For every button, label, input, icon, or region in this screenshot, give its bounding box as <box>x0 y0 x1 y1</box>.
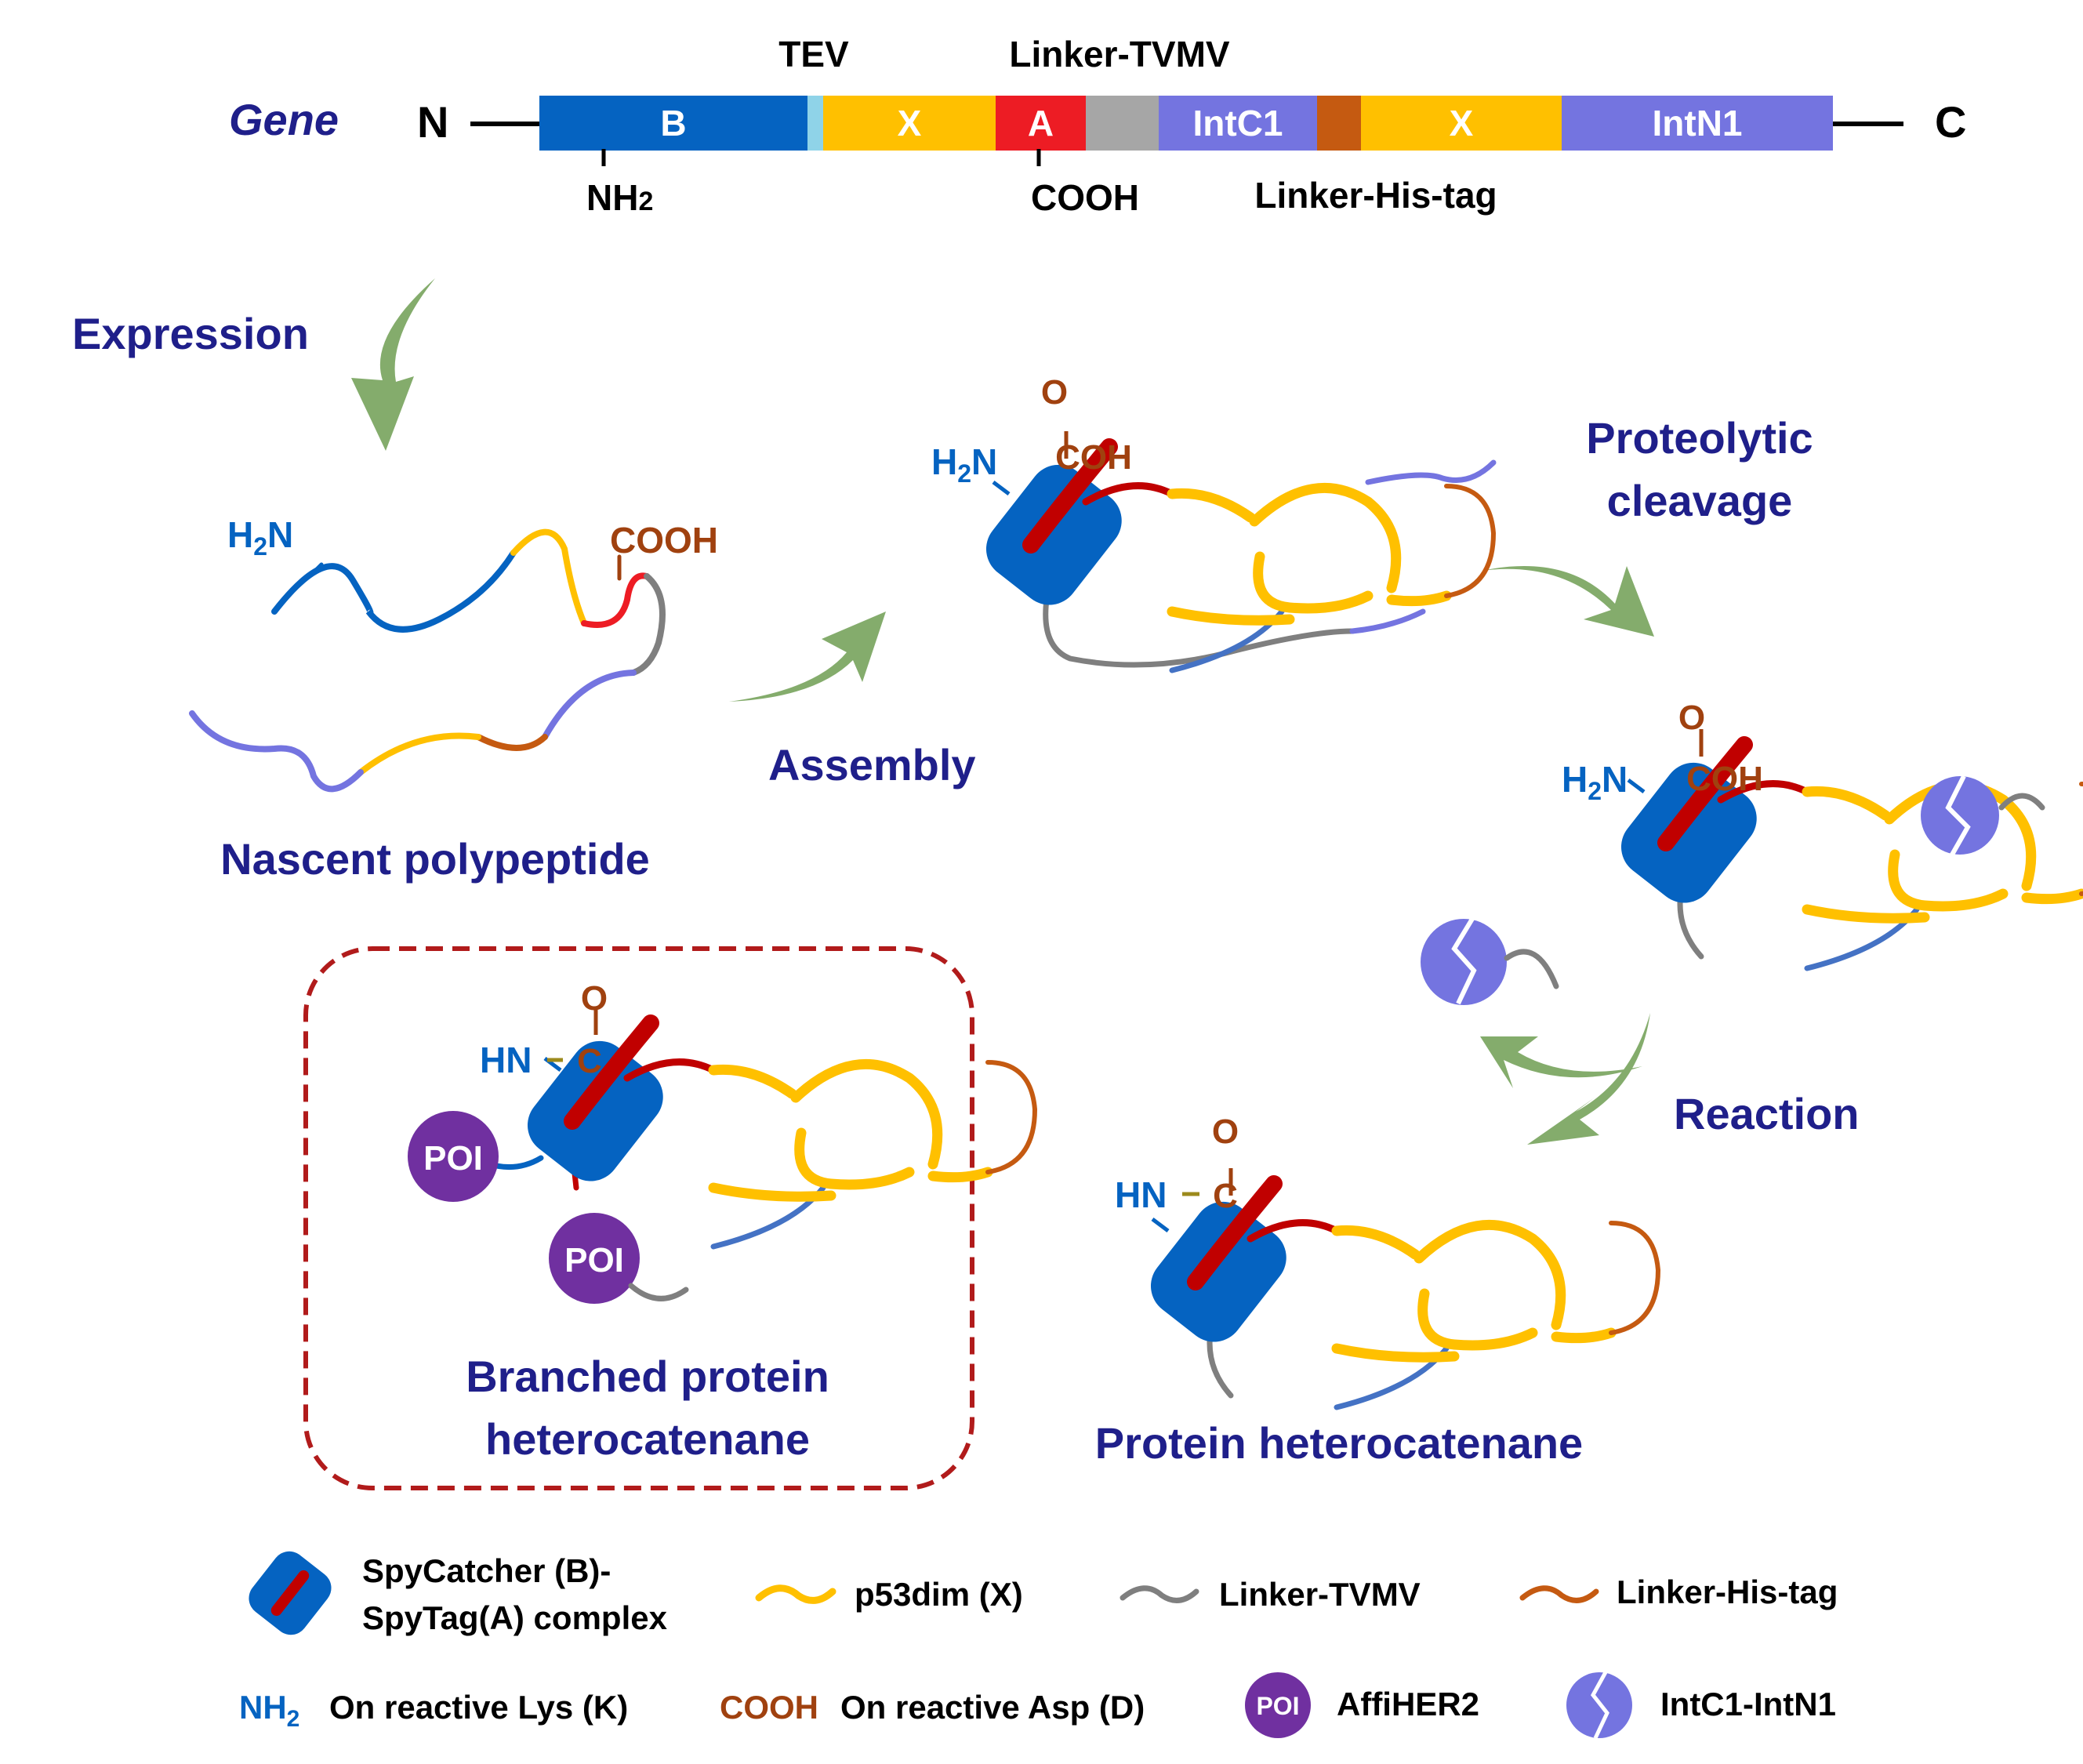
cleaved-o: O <box>1678 699 1705 737</box>
nascent-h2n: H2N <box>227 514 293 561</box>
branched-o: O <box>581 979 608 1018</box>
legend-linker-his-icon <box>1519 1585 1599 1603</box>
nascent-cooh: COOH <box>610 520 718 561</box>
proteolytic-label-line1: Proteolytic <box>1586 413 1813 463</box>
legend-nh2-desc: On reactive Lys (K) <box>329 1689 628 1726</box>
expression-label: Expression <box>72 309 309 358</box>
gene-segment-label: IntC1 <box>1193 103 1283 143</box>
cleaved-coh: COH <box>1686 760 1763 798</box>
gene-segments: B X A IntC1 X IntN1 <box>539 96 1833 151</box>
branched-c: C <box>577 1042 602 1080</box>
cleaved-catenane <box>1609 729 2083 968</box>
poi-circle-2 <box>549 1213 640 1304</box>
proteolytic-label-line2: cleavage <box>1607 476 1793 525</box>
cooh-gene-label: COOH <box>1031 177 1139 218</box>
nh2-gene-label: NH2 <box>586 177 653 218</box>
legend-nh2-symbol: NH2 <box>239 1689 299 1732</box>
expression-arrow <box>351 278 435 451</box>
poi-circle-1 <box>408 1111 499 1202</box>
assembled-o: O <box>1041 373 1068 412</box>
legend-intc1-intn1: IntC1-IntN1 <box>1660 1686 1836 1722</box>
branched-label-line1: Branched protein <box>466 1352 829 1401</box>
cleaved-h2n: H2N <box>1562 759 1628 805</box>
gene-segment-label: A <box>1028 103 1054 143</box>
gene-n-terminus: N <box>417 97 448 147</box>
branched-hn: HN <box>480 1040 532 1080</box>
heterocatenane-c: C <box>1213 1177 1238 1215</box>
gene-segment <box>1317 96 1361 151</box>
poi-label-1: POI <box>423 1139 483 1178</box>
gene-segment-label: X <box>898 103 922 143</box>
assembled-catenane <box>974 431 1493 670</box>
legend: SpyCatcher (B)- SpyTag(A) complex p53dim… <box>239 1551 1838 1740</box>
nascent-label: Nascent polypeptide <box>220 834 650 884</box>
reaction-label: Reaction <box>1674 1089 1860 1138</box>
legend-poi-icon <box>1245 1672 1311 1738</box>
gene-segment <box>1562 96 1833 151</box>
gene-segment <box>1086 96 1159 151</box>
legend-spycatcher-icon <box>249 1551 332 1635</box>
legend-cooh-symbol: COOH <box>720 1689 818 1726</box>
reaction-arrow-down <box>1527 1013 1650 1145</box>
heterocatenane-label: Protein heterocatenane <box>1095 1418 1583 1468</box>
gene-segment-label: B <box>660 103 686 143</box>
gene-label: Gene <box>229 95 339 144</box>
gene-segment <box>807 96 823 151</box>
legend-linker-tvmv: Linker-TVMV <box>1219 1576 1421 1613</box>
nascent-polypeptide <box>189 528 666 793</box>
legend-poi-symbol: POI <box>1256 1692 1299 1720</box>
branched-label-line2: heterocatenane <box>485 1414 810 1464</box>
gene-c-terminus: C <box>1935 97 1966 147</box>
assembly-label: Assembly <box>768 740 976 789</box>
heterocatenane-o: O <box>1212 1112 1239 1151</box>
step-arrows <box>351 278 1654 1145</box>
linker-tvmv-label: Linker-TVMV <box>1009 34 1229 74</box>
legend-spycatcher-line2: SpyTag(A) complex <box>362 1599 668 1636</box>
legend-affiher2: AffiHER2 <box>1337 1686 1479 1722</box>
assembled-h2n: H2N <box>931 441 997 488</box>
branched-heterocatenane <box>487 1007 1035 1247</box>
cleavage-arrow <box>1482 565 1654 637</box>
gene-segment <box>1361 96 1562 151</box>
assembled-coh: COH <box>1055 438 1132 477</box>
gene-segment <box>823 96 996 151</box>
gene-segment-label: X <box>1450 103 1474 143</box>
legend-spycatcher-line1: SpyCatcher (B)- <box>362 1552 611 1589</box>
branched-heterocatenane-box: POI POI O C HN Branched protein heteroca… <box>303 946 1035 1490</box>
gene-segment <box>996 96 1086 151</box>
legend-linker-his: Linker-His-tag <box>1617 1573 1838 1610</box>
gene-segment-label: IntN1 <box>1653 103 1743 143</box>
legend-cooh-desc: On reactive Asp (D) <box>840 1689 1145 1726</box>
assembly-arrow <box>729 612 886 702</box>
poi-label-2: POI <box>564 1241 624 1279</box>
reaction-arrow-up <box>1480 1036 1642 1088</box>
heterocatenane-hn: HN <box>1115 1174 1167 1215</box>
legend-linker-tvmv-icon <box>1120 1585 1199 1603</box>
legend-p53dim-icon <box>755 1584 836 1604</box>
protein-heterocatenane <box>1139 1168 1658 1407</box>
tev-label: TEV <box>778 34 849 74</box>
gene-segment <box>539 96 807 151</box>
released-intein <box>1421 917 1559 1005</box>
gene-segment <box>1159 96 1317 151</box>
linker-his-label: Linker-His-tag <box>1254 175 1497 216</box>
legend-p53dim: p53dim (X) <box>855 1576 1023 1613</box>
